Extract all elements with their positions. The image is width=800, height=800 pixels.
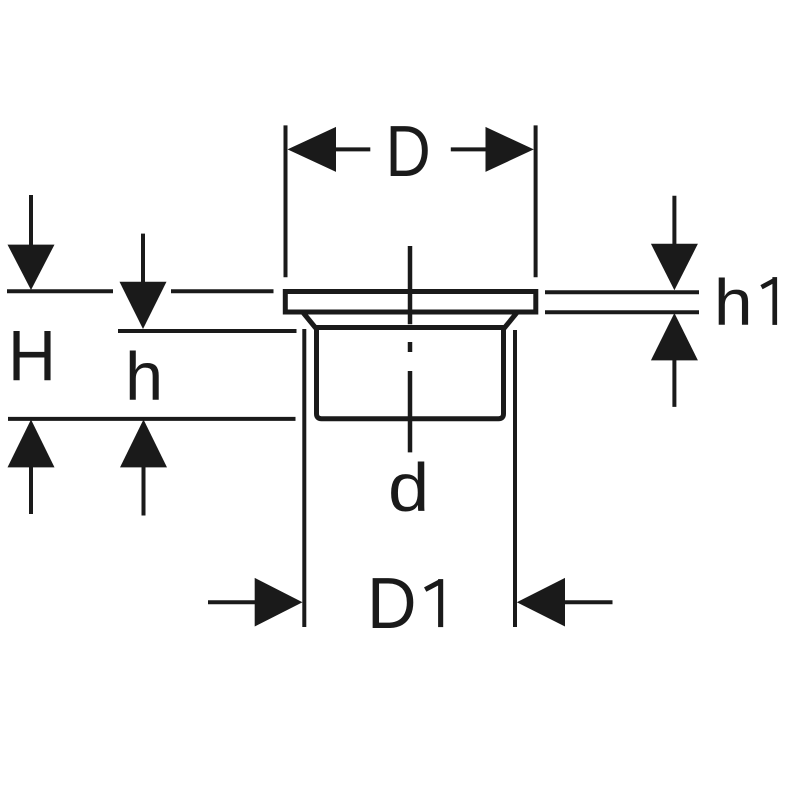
- svg-text:d: d: [388, 450, 429, 525]
- svg-text:h: h: [125, 339, 163, 415]
- svg-text:D: D: [385, 112, 430, 192]
- svg-text:H: H: [8, 315, 56, 396]
- svg-text:D: D: [367, 562, 417, 643]
- svg-text:h: h: [714, 266, 753, 338]
